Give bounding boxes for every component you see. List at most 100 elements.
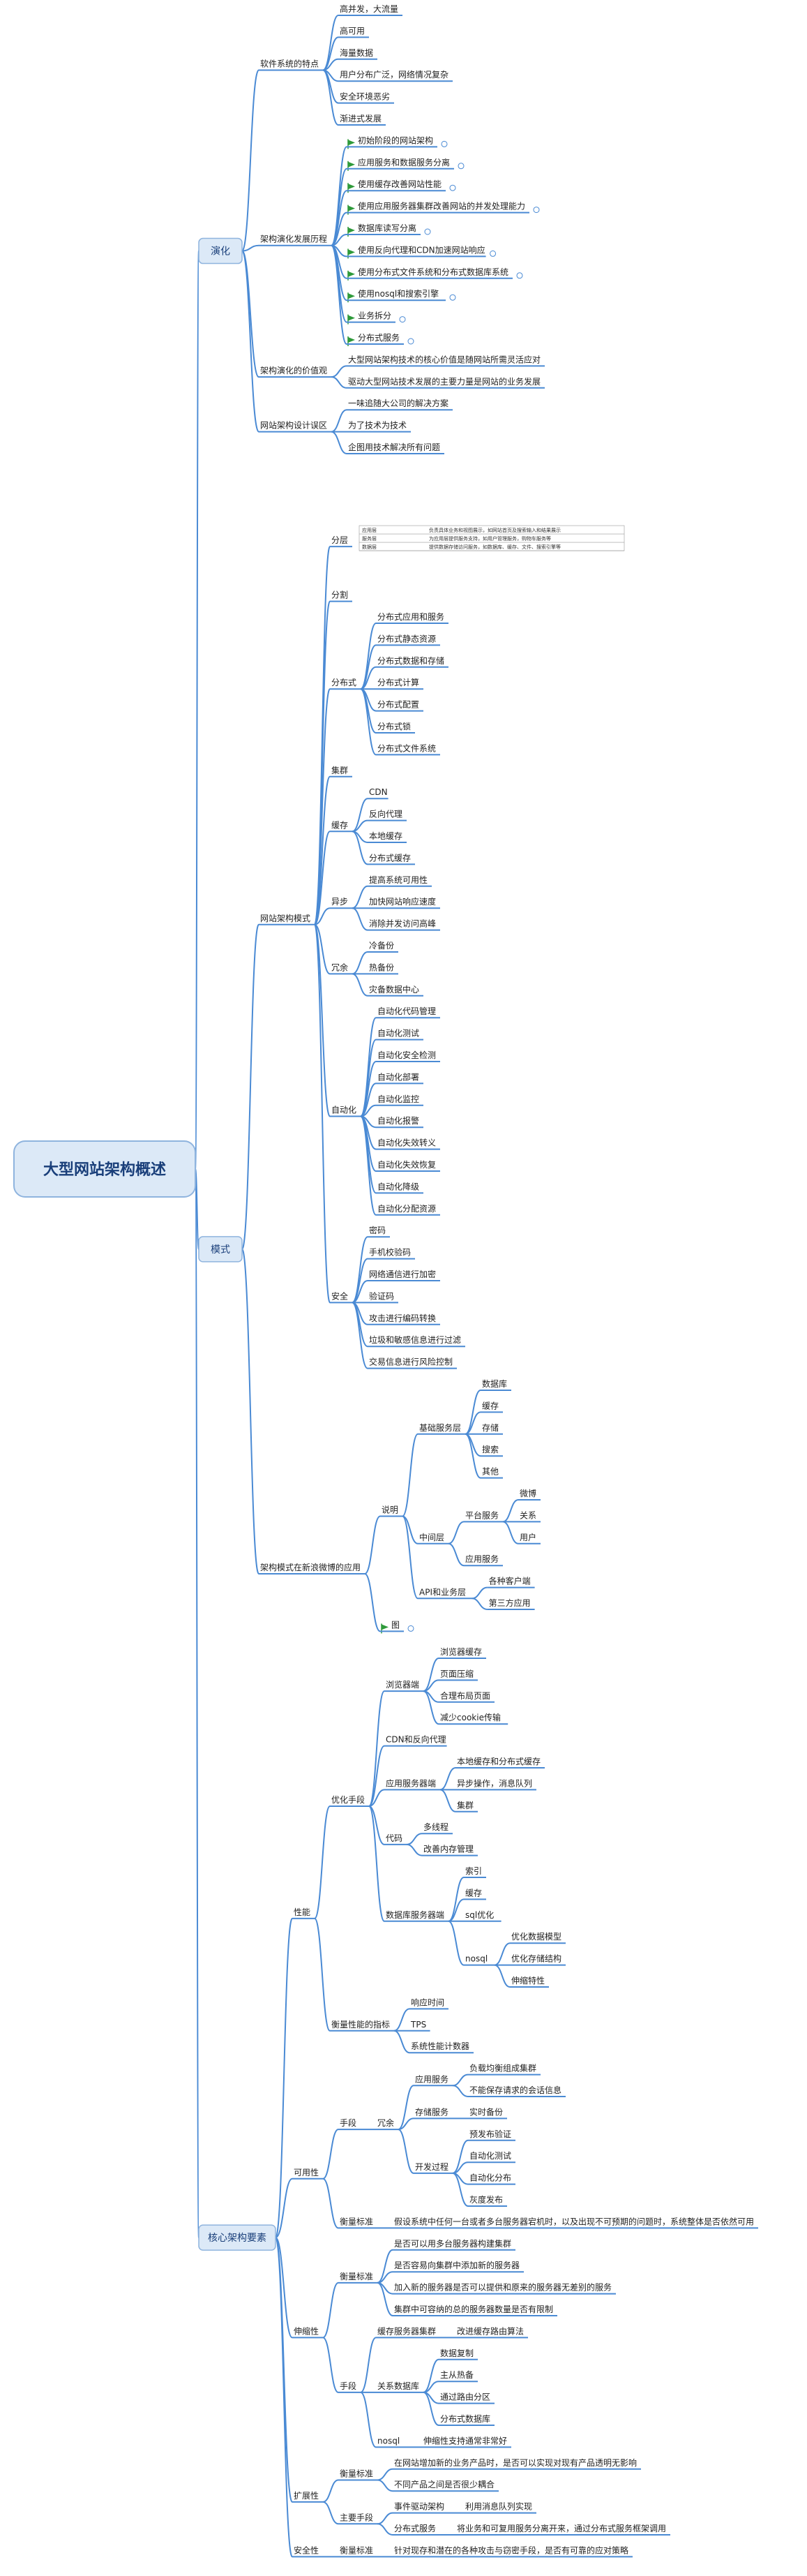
node-children-1-children-1-label[interactable]: 架构模式在新浪微博的应用 <box>260 1562 361 1572</box>
node-children-2-children-2-children-1-children-0-children-0-label[interactable]: 改进缓存路由算法 <box>457 2325 524 2336</box>
node-children-2-children-0-children-0-children-2-children-0-label[interactable]: 本地缓存和分布式缓存 <box>457 1757 541 1766</box>
node-children-2-children-1-children-0-children-0-label[interactable]: 冗余 <box>377 2117 394 2128</box>
node-children-2-children-0-children-0-children-0-children-3-label[interactable]: 减少cookie传输 <box>440 1712 501 1722</box>
node-children-2-children-3-label[interactable]: 扩展性 <box>294 2491 319 2501</box>
branch-node-2[interactable] <box>198 2224 276 2251</box>
node-children-1-children-1-children-0-children-1-children-0-label[interactable]: 平台服务 <box>465 1510 499 1520</box>
node-children-2-children-3-children-1-children-0-children-0-label[interactable]: 利用消息队列实现 <box>465 2501 532 2512</box>
node-children-2-children-2-children-0-children-3-label[interactable]: 集群中可容纳的总的服务器数量是否有限制 <box>394 2304 553 2314</box>
node-children-0-children-1-children-8-label[interactable]: 业务拆分 <box>358 311 391 321</box>
node-children-0-children-1-children-9-label[interactable]: 分布式服务 <box>358 332 400 343</box>
node-children-2-children-0-children-1-children-2-label[interactable]: 系统性能计数器 <box>411 2041 469 2051</box>
node-children-2-children-2-children-1-children-1-children-0-label[interactable]: 数据复制 <box>440 2348 474 2358</box>
expand-icon[interactable] <box>441 140 448 147</box>
expand-icon[interactable] <box>424 228 431 235</box>
node-children-1-children-0-children-5-label[interactable]: 异步 <box>331 897 348 907</box>
expand-icon[interactable] <box>449 184 456 191</box>
node-children-2-children-0-children-0-children-4-children-2-label[interactable]: sql优化 <box>465 1910 494 1920</box>
node-children-1-children-0-children-4-children-1-label[interactable]: 反向代理 <box>369 809 402 819</box>
node-children-0-children-1-children-1-label[interactable]: 应用服务和数据服务分离 <box>358 157 450 167</box>
node-children-0-children-3-label[interactable]: 网站架构设计误区 <box>260 420 327 431</box>
node-children-1-children-0-children-8-children-5-label[interactable]: 垃圾和敏感信息进行过滤 <box>369 1334 461 1345</box>
node-children-2-children-1-children-0-children-0-children-0-children-0-label[interactable]: 负载均衡组成集群 <box>469 2063 536 2074</box>
node-children-0-children-3-children-2-label[interactable]: 企图用技术解决所有问题 <box>348 442 440 452</box>
node-children-2-children-0-children-0-children-4-children-0-label[interactable]: 索引 <box>465 1866 482 1876</box>
node-children-2-children-0-children-0-children-2-label[interactable]: 应用服务器端 <box>386 1778 436 1788</box>
node-children-1-children-1-children-0-children-2-label[interactable]: API和业务层 <box>419 1586 466 1597</box>
node-children-0-children-1-children-7-label[interactable]: 使用nosql和搜索引擎 <box>358 288 439 299</box>
node-children-1-children-0-children-7-children-3-label[interactable]: 自动化部署 <box>377 1071 419 1082</box>
node-children-2-children-0-children-0-children-3-children-0-label[interactable]: 多线程 <box>423 1822 448 1832</box>
node-children-2-children-0-children-0-children-4-children-3-label[interactable]: nosql <box>465 1954 488 1964</box>
node-children-2-children-1-children-0-label[interactable]: 手段 <box>340 2117 356 2128</box>
node-children-1-children-1-children-0-children-1-children-0-children-2-label[interactable]: 用户 <box>520 1532 536 1542</box>
node-children-1-children-0-children-8-children-4-label[interactable]: 攻击进行编码转换 <box>369 1313 436 1323</box>
node-children-0-children-0-children-5-label[interactable]: 渐进式发展 <box>340 113 382 124</box>
node-children-1-children-0-children-7-label[interactable]: 自动化 <box>331 1105 356 1115</box>
node-children-1-children-0-children-7-children-2-label[interactable]: 自动化安全检测 <box>377 1050 436 1060</box>
node-children-0-children-0-children-4-label[interactable]: 安全环境恶劣 <box>340 91 390 102</box>
node-children-2-children-3-children-0-children-0-label[interactable]: 在网站增加新的业务产品时，是否可以实现对现有产品透明无影响 <box>394 2457 637 2468</box>
node-children-1-children-1-children-0-children-1-label[interactable]: 中间层 <box>419 1532 444 1542</box>
node-children-0-children-1-children-2-label[interactable]: 使用缓存改善网站性能 <box>358 179 442 189</box>
node-children-1-children-0-children-8-children-0-label[interactable]: 密码 <box>369 1225 386 1235</box>
node-children-1-children-0-children-4-children-3-label[interactable]: 分布式缓存 <box>369 853 411 863</box>
node-children-1-children-0-children-8-label[interactable]: 安全 <box>331 1290 348 1301</box>
node-children-2-children-2-children-0-children-2-label[interactable]: 加入新的服务器是否可以提供和原来的服务器无差别的服务 <box>394 2282 612 2293</box>
node-children-2-children-1-children-0-children-0-children-2-children-2-label[interactable]: 自动化分布 <box>469 2173 511 2183</box>
node-children-0-children-0-children-1-label[interactable]: 高可用 <box>340 25 365 36</box>
node-children-2-children-0-children-0-children-2-children-2-label[interactable]: 集群 <box>457 1800 474 1810</box>
node-children-1-children-1-children-0-children-1-children-0-children-0-label[interactable]: 微博 <box>520 1488 536 1498</box>
node-children-1-children-0-children-8-children-6-label[interactable]: 交易信息进行风险控制 <box>369 1357 453 1367</box>
node-children-2-children-2-children-1-children-2-label[interactable]: nosql <box>377 2436 400 2445</box>
node-children-1-children-1-children-0-children-2-children-1-label[interactable]: 第三方应用 <box>489 1598 531 1608</box>
node-children-1-children-0-children-7-children-5-label[interactable]: 自动化报警 <box>377 1115 419 1126</box>
node-children-1-children-0-children-6-children-0-label[interactable]: 冷备份 <box>369 941 394 951</box>
node-children-0-children-3-children-1-label[interactable]: 为了技术为技术 <box>348 421 407 431</box>
expand-icon[interactable] <box>399 316 406 323</box>
node-children-2-children-2-children-1-children-2-children-0-label[interactable]: 伸缩性支持通常非常好 <box>423 2435 507 2445</box>
node-children-0-children-0-children-0-label[interactable]: 高并发，大流量 <box>340 3 398 14</box>
node-children-2-children-0-children-0-children-4-children-1-label[interactable]: 缓存 <box>465 1888 482 1898</box>
node-children-2-children-2-children-1-children-0-label[interactable]: 缓存服务器集群 <box>377 2325 436 2336</box>
node-children-1-children-0-children-4-label[interactable]: 缓存 <box>331 820 348 830</box>
node-children-2-children-1-children-0-children-0-children-2-children-0-label[interactable]: 预发布验证 <box>469 2129 511 2139</box>
node-children-1-children-0-children-7-children-4-label[interactable]: 自动化监控 <box>377 1094 419 1104</box>
node-children-1-children-0-children-2-children-5-label[interactable]: 分布式锁 <box>377 721 411 731</box>
node-children-2-children-0-children-0-children-4-label[interactable]: 数据库服务器端 <box>386 1909 444 1920</box>
node-children-2-children-0-children-1-label[interactable]: 衡量性能的指标 <box>331 2019 390 2030</box>
expand-icon[interactable] <box>516 272 523 279</box>
node-children-2-children-3-children-1-children-1-label[interactable]: 分布式服务 <box>394 2523 436 2533</box>
node-children-1-children-0-children-4-children-2-label[interactable]: 本地缓存 <box>369 831 402 841</box>
expand-icon[interactable] <box>407 338 414 345</box>
node-children-1-children-0-children-7-children-8-label[interactable]: 自动化降级 <box>377 1182 419 1191</box>
node-children-2-children-0-children-0-children-0-children-2-label[interactable]: 合理布局页面 <box>440 1690 490 1701</box>
node-children-0-children-0-children-3-label[interactable]: 用户分布广泛，网络情况复杂 <box>340 69 448 80</box>
node-children-1-children-1-children-0-children-0-label[interactable]: 基础服务层 <box>419 1422 461 1433</box>
node-children-2-children-3-children-1-label[interactable]: 主要手段 <box>340 2512 373 2522</box>
node-children-2-children-1-children-0-children-0-children-1-label[interactable]: 存储服务 <box>415 2106 448 2117</box>
node-children-1-children-0-children-8-children-2-label[interactable]: 网络通信进行加密 <box>369 1269 436 1279</box>
node-children-1-children-0-children-7-children-1-label[interactable]: 自动化测试 <box>377 1028 419 1038</box>
node-children-0-children-1-children-5-label[interactable]: 使用反向代理和CDN加速网站响应 <box>358 244 485 255</box>
node-children-2-children-4-children-0-children-0-label[interactable]: 针对现存和潜在的各种攻击与窃密手段，是否有可靠的应对策略 <box>394 2545 628 2555</box>
node-children-0-children-2-label[interactable]: 架构演化的价值观 <box>260 365 327 375</box>
node-children-1-children-0-children-6-label[interactable]: 冗余 <box>331 962 348 972</box>
node-children-2-children-4-children-0-label[interactable]: 衡量标准 <box>340 2545 373 2555</box>
branch-node-1[interactable] <box>198 1236 243 1263</box>
node-children-2-children-1-children-0-children-0-children-2-label[interactable]: 开发过程 <box>415 2161 448 2172</box>
node-children-2-children-0-label[interactable]: 性能 <box>294 1907 310 1917</box>
node-children-2-children-0-children-0-children-4-children-3-children-0-label[interactable]: 优化数据模型 <box>511 1931 561 1942</box>
node-children-2-children-0-children-1-children-1-label[interactable]: TPS <box>410 2020 426 2030</box>
node-children-2-children-0-children-0-children-0-label[interactable]: 浏览器端 <box>386 1679 419 1690</box>
node-children-1-children-0-label[interactable]: 网站架构模式 <box>260 913 310 923</box>
node-children-0-children-0-children-2-label[interactable]: 海量数据 <box>340 47 373 58</box>
node-children-1-children-0-children-6-children-2-label[interactable]: 灾备数据中心 <box>369 984 419 995</box>
node-children-1-children-0-children-2-children-2-label[interactable]: 分布式数据和存储 <box>377 655 444 666</box>
node-children-1-children-0-children-5-children-1-label[interactable]: 加快网站响应速度 <box>369 896 436 907</box>
node-children-2-children-3-children-1-children-0-label[interactable]: 事件驱动架构 <box>394 2501 444 2512</box>
node-children-1-children-0-children-7-children-0-label[interactable]: 自动化代码管理 <box>377 1006 436 1016</box>
node-children-1-children-0-children-0-label[interactable]: 分层 <box>331 535 348 545</box>
node-children-2-children-1-children-1-children-0-label[interactable]: 假设系统中任何一台或者多台服务器宕机时，以及出现不可预期的问题时，系统整体是否依… <box>394 2216 754 2226</box>
node-children-2-children-0-children-0-children-3-label[interactable]: 代码 <box>386 1833 402 1843</box>
